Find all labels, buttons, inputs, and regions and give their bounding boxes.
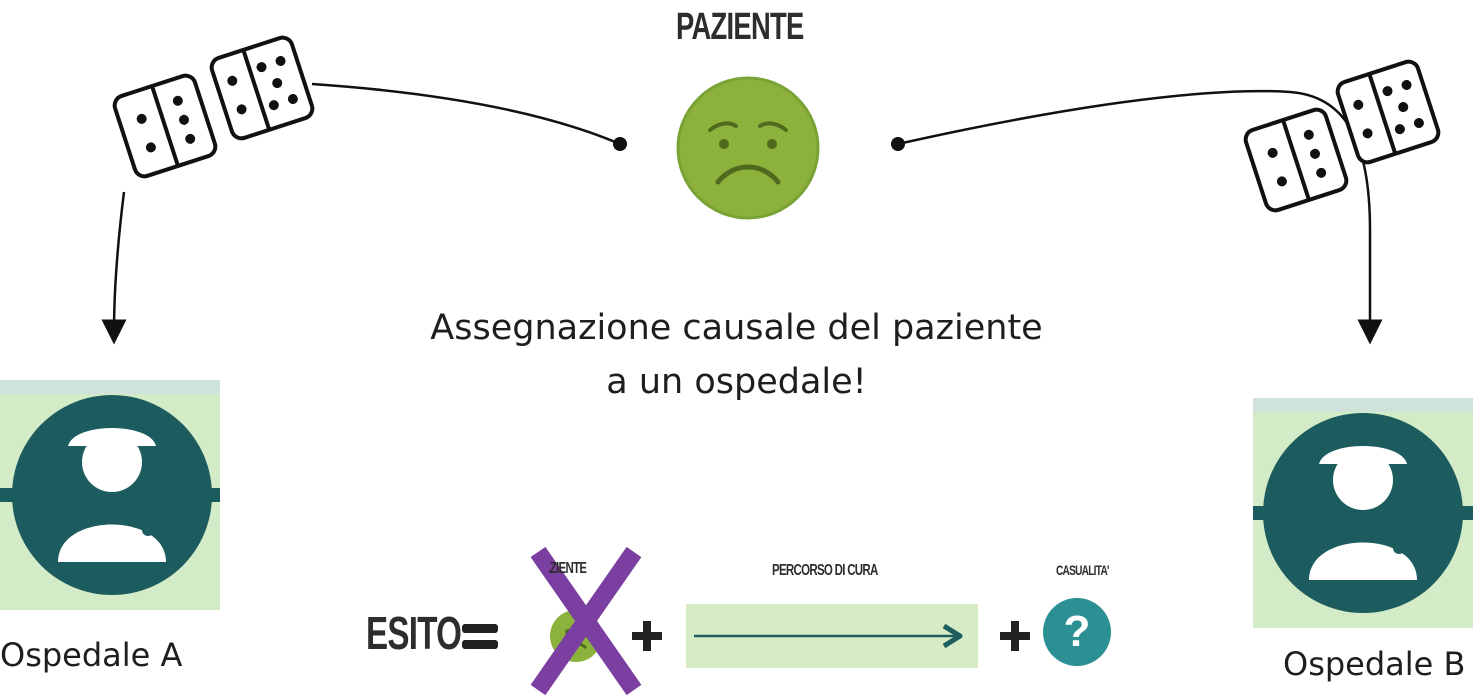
equation-patient-label: PAZIENTE [536, 560, 587, 577]
hospital-b-label: Ospedale B [1283, 645, 1466, 683]
assignment-caption-line1: Assegnazione causale del paziente [430, 308, 1043, 348]
plus-icon-2 [1000, 621, 1030, 651]
dice-left-1 [112, 73, 218, 179]
hospital-b-icon [1253, 398, 1473, 628]
dice-left-2 [209, 35, 315, 141]
equation-chance-label: CASUALITA' [1056, 562, 1109, 578]
plus-icon-1 [632, 621, 662, 651]
assignment-caption-line2: a un ospedale! [606, 362, 867, 402]
connector-left-down [101, 191, 127, 345]
chance-question-mark: ? [1063, 607, 1091, 656]
care-path-arrowhead [942, 623, 963, 649]
connector-dot-right [891, 137, 905, 151]
hospital-a-label: Ospedale A [0, 636, 183, 674]
equals-sign-top [462, 624, 498, 633]
cross-out-icon [530, 546, 642, 696]
dice-right-2 [1335, 59, 1441, 165]
equation-care-label: PERCORSO DI CURA [772, 562, 878, 579]
connector-dot-left [613, 137, 627, 151]
connector-left-top [311, 82, 621, 146]
dice-right-1 [1243, 107, 1349, 213]
chance-circle [1043, 598, 1111, 666]
hospital-a-icon [0, 380, 220, 610]
equals-sign-bottom [462, 640, 498, 649]
equation-outcome: ESITO [366, 607, 462, 659]
sad-face-icon [676, 76, 820, 220]
patient-title: PAZIENTE [676, 6, 804, 48]
